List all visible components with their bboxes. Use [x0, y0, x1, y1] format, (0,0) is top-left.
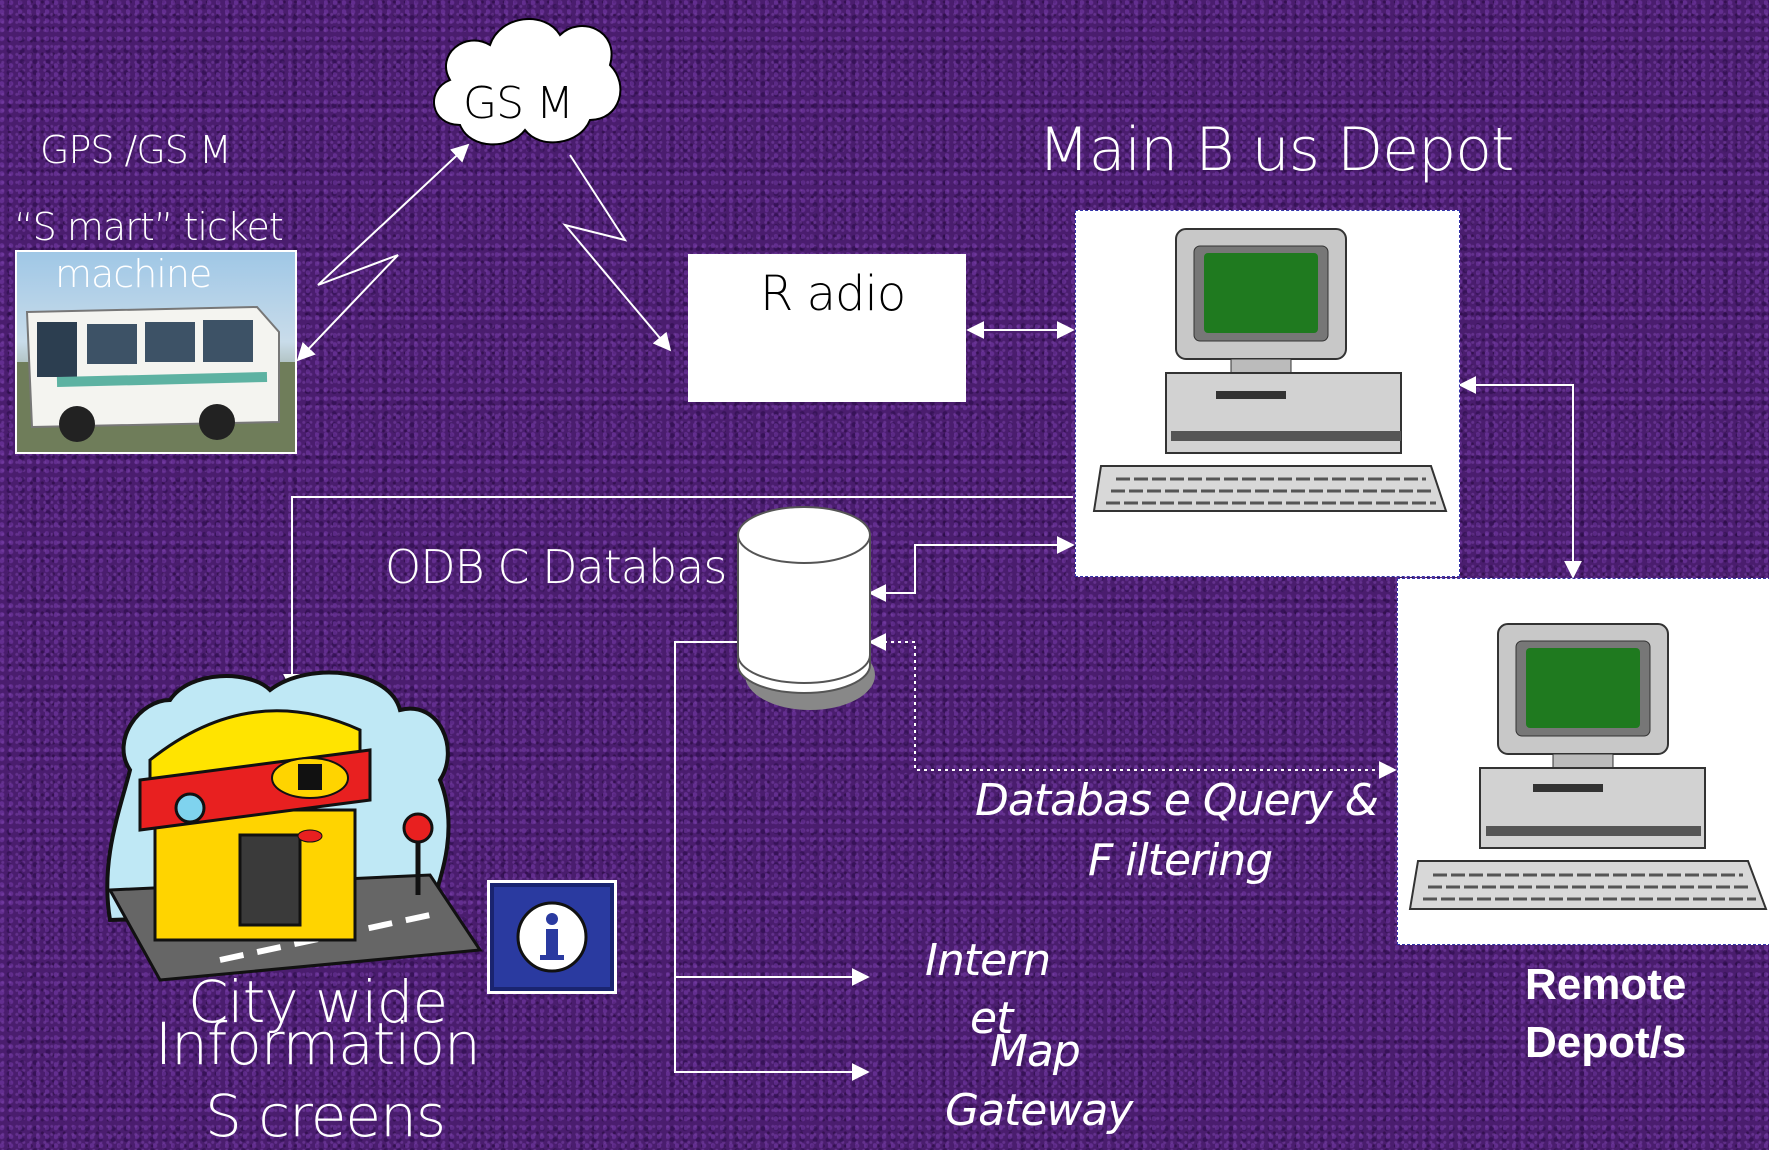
- computer-icon: [1408, 623, 1768, 910]
- computer-icon: [1092, 228, 1448, 512]
- bus-shelter-icon: [105, 670, 483, 982]
- db-remote-query-link: [868, 633, 1397, 779]
- smart-ticket-label: “S mart” ticket: [14, 205, 284, 249]
- db-query-label-1: Databas e Query &: [975, 775, 1379, 826]
- db-web-links: [674, 641, 870, 1081]
- database-icon: [737, 506, 875, 710]
- city-label-1: City wide: [188, 968, 448, 1036]
- city-label-3: S creens: [205, 1082, 446, 1150]
- info-icon: [487, 880, 617, 994]
- internet-label-2: et: [970, 993, 1013, 1044]
- remote-label-2: Depot/s: [1525, 1018, 1687, 1067]
- internet-label-1: Intern: [925, 935, 1051, 986]
- bus-photo: [15, 250, 297, 454]
- gsm-radio-link: [562, 154, 672, 352]
- gps-gsm-label: GPS /GS M: [40, 128, 232, 172]
- odbc-database-label: ODB C Databas e: [385, 540, 768, 594]
- remote-label-1: Remote: [1525, 960, 1687, 1009]
- main-remote-link: [1458, 376, 1582, 579]
- db-query-label-2: F iltering: [1088, 835, 1273, 886]
- radio-label: R adio: [760, 266, 906, 322]
- cloud-icon: [433, 18, 622, 146]
- radio-modem-box: [688, 254, 966, 402]
- main-depot-title: Main B us Depot: [1038, 115, 1514, 185]
- machine-label: machine: [55, 252, 212, 296]
- depot-db-link: [868, 536, 1075, 602]
- main-depot-panel: [1075, 210, 1460, 577]
- map-label: Map: [990, 1026, 1081, 1077]
- gsm-label: GS M: [463, 78, 574, 129]
- gateway-label: Gateway: [945, 1085, 1133, 1136]
- bus-gsm-link: [296, 143, 470, 362]
- city-label-2: Information: [155, 1010, 481, 1078]
- depot-city-link: [283, 496, 1073, 692]
- remote-depot-panel: [1397, 578, 1769, 945]
